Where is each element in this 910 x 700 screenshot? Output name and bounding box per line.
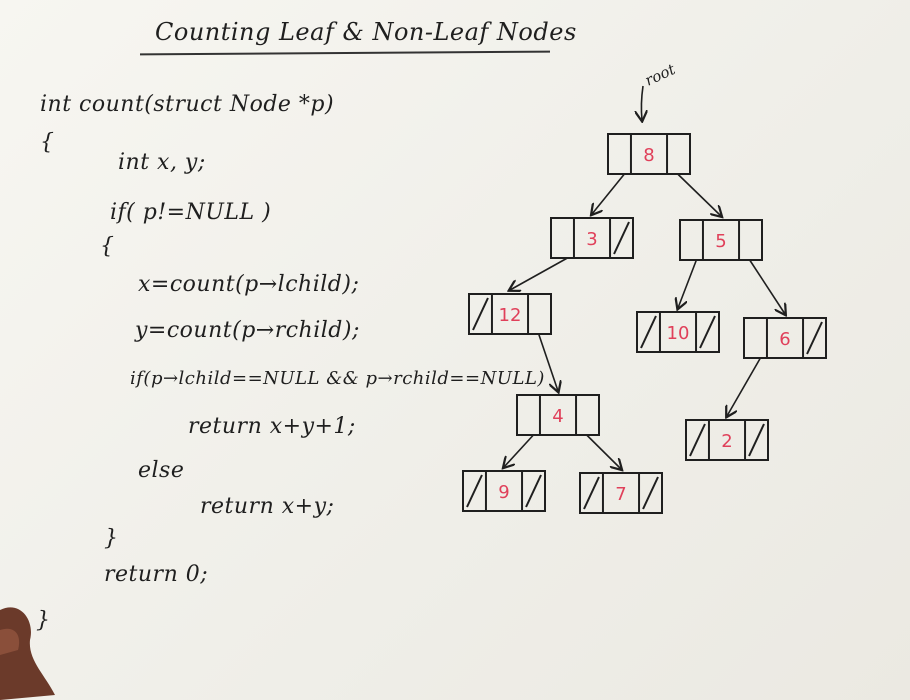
node-value: 3	[586, 229, 597, 250]
board-title: Counting Leaf & Non-Leaf Nodes	[155, 18, 577, 46]
left-null-slash	[466, 474, 483, 508]
code-line-inner-open-brace: {	[100, 234, 115, 259]
tree-node: 8	[607, 133, 691, 175]
right-null-slash	[613, 221, 630, 255]
root-pointer-arrow	[641, 85, 643, 120]
node-value: 5	[715, 231, 726, 252]
tree-node: 4	[516, 394, 600, 436]
tree-edge	[592, 173, 626, 214]
code-line-count-left: x=count(p→lchild);	[138, 272, 360, 297]
left-null-slash	[472, 297, 489, 331]
code-line-declare: int x, y;	[118, 150, 206, 175]
code-line-return-leaf: return x+y+1;	[188, 414, 356, 439]
tree-node: 9	[462, 470, 546, 512]
tree-edge	[537, 333, 558, 391]
node-box	[468, 293, 552, 335]
node-box	[579, 472, 663, 514]
tree-node: 7	[579, 472, 663, 514]
tree-node: 6	[743, 317, 827, 359]
node-box	[550, 217, 634, 259]
left-null-slash	[689, 423, 706, 457]
right-null-slash	[748, 423, 765, 457]
tree-node: 12	[468, 293, 552, 335]
node-value: 6	[779, 329, 790, 350]
tree-edge	[510, 257, 568, 290]
left-null-slash	[640, 315, 657, 349]
code-line-return-sum: return x+y;	[200, 494, 335, 519]
code-line-close-brace: }	[36, 608, 51, 633]
right-null-slash	[806, 321, 823, 355]
node-box	[636, 311, 720, 353]
code-line-count-right: y=count(p→rchild);	[135, 318, 360, 343]
code-line-inner-close-brace: }	[104, 526, 119, 551]
tree-edge	[678, 259, 698, 308]
presenter-hand	[0, 607, 55, 700]
node-value: 4	[552, 406, 563, 427]
node-box	[685, 419, 769, 461]
tree-node: 5	[679, 219, 763, 261]
node-box	[516, 394, 600, 436]
right-null-slash	[525, 474, 542, 508]
tree-edge	[727, 357, 762, 416]
tree-node: 10	[636, 311, 720, 353]
right-null-slash	[642, 476, 659, 510]
left-null-slash	[583, 476, 600, 510]
code-line-else: else	[138, 458, 185, 483]
node-box	[679, 219, 763, 261]
right-null-slash	[699, 315, 716, 349]
root-label: root	[642, 60, 679, 90]
node-value: 7	[615, 484, 626, 505]
node-value: 2	[721, 431, 732, 452]
node-box	[462, 470, 546, 512]
node-value: 12	[499, 305, 522, 326]
tree-node: 2	[685, 419, 769, 461]
node-box	[607, 133, 691, 175]
tree-edge	[749, 259, 785, 314]
node-value: 9	[498, 482, 509, 503]
code-line-leaf-check: if(p→lchild==NULL && p→rchild==NULL)	[130, 368, 545, 389]
tree-edge	[504, 434, 534, 467]
node-value: 8	[643, 145, 654, 166]
code-line-signature: int count(struct Node *p)	[40, 92, 335, 117]
node-value: 10	[667, 323, 690, 344]
tree-edge	[677, 173, 721, 216]
tree-node: 3	[550, 217, 634, 259]
node-box	[743, 317, 827, 359]
code-line-open-brace: {	[40, 130, 55, 155]
tree-edge	[586, 434, 621, 469]
code-line-if-not-null: if( p!=NULL )	[110, 200, 272, 225]
code-line-return-zero: return 0;	[104, 562, 209, 587]
